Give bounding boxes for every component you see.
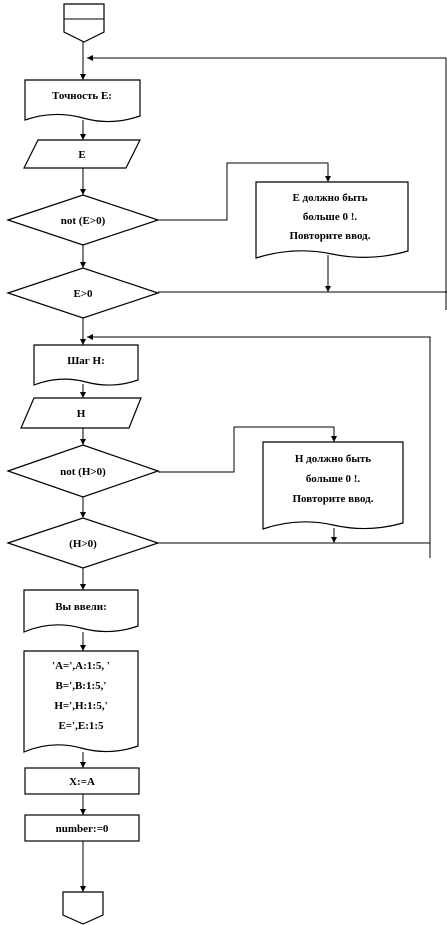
arrow-into-end <box>80 886 86 892</box>
input-e-node: Е <box>23 139 141 169</box>
end-connector <box>62 891 104 925</box>
arrow-into-number <box>80 809 86 815</box>
echo-line-2: В=',В:1:5,' <box>56 680 107 692</box>
arrow-into-assign-x <box>80 762 86 768</box>
connectors <box>82 42 447 892</box>
you-entered-label: Вы ввели: <box>55 601 107 613</box>
arrow-into-input-h <box>80 392 86 398</box>
check-e-node: Е>0 <box>6 267 160 319</box>
arrow-into-input-e <box>80 134 86 140</box>
arrow-into-check-e <box>80 262 86 268</box>
arrow-into-check-not-e <box>80 189 86 195</box>
assign-number-node: number:=0 <box>24 814 140 842</box>
arrowheads <box>80 55 337 892</box>
arrow-into-check-not-h <box>80 439 86 445</box>
step-prompt-label: Шаг Н: <box>67 355 105 367</box>
arrow-into-error-h <box>331 436 337 442</box>
error-h-line-2: больше 0 !. <box>306 473 361 485</box>
check-not-h-node: not (Н>0) <box>6 444 160 498</box>
arrow-into-entered <box>80 584 86 590</box>
arrow-into-echo <box>80 645 86 651</box>
precision-prompt-node: Точность Е: <box>24 79 141 123</box>
error-e-line-3: Повторите ввод. <box>289 230 370 242</box>
assign-x-label: Х:=А <box>69 776 95 788</box>
check-h-node: (Н>0) <box>6 517 160 569</box>
echo-line-1: 'А=',А:1:5, ' <box>52 660 110 672</box>
error-h-node: Н должно быть больше 0 !. Повторите ввод… <box>262 441 404 530</box>
error-h-line-3: Повторите ввод. <box>292 493 373 505</box>
arrow-error-h-merge <box>331 537 337 543</box>
arrow-loop-e-left <box>87 55 93 61</box>
precision-prompt-label: Точность Е: <box>52 90 112 102</box>
assign-number-label: number:=0 <box>56 823 109 835</box>
error-e-node: Е должно быть больше 0 !. Повторите ввод… <box>255 181 409 259</box>
echo-node: 'А=',А:1:5, ' В=',В:1:5,' Н=',Н:1:5,' Е=… <box>23 650 139 753</box>
arrow-into-precision <box>80 74 86 80</box>
echo-line-4: Е=',Е:1:5 <box>58 720 104 732</box>
edge-not-e-to-error <box>158 162 329 221</box>
check-e-label: Е>0 <box>73 288 93 300</box>
error-h-line-1: Н должно быть <box>295 453 371 465</box>
arrow-into-error-e <box>325 176 331 182</box>
echo-line-3: Н=',Н:1:5,' <box>54 700 107 712</box>
edge-loop-h <box>87 336 431 558</box>
you-entered-node: Вы ввели: <box>23 589 139 633</box>
error-e-line-2: больше 0 !. <box>303 211 358 223</box>
arrow-loop-h-left <box>87 334 93 340</box>
check-not-e-label: not (Е>0) <box>61 215 106 227</box>
arrow-into-step <box>80 339 86 345</box>
arrow-into-check-h <box>80 512 86 518</box>
assign-x-node: Х:=А <box>24 767 140 795</box>
input-e-label: Е <box>78 149 85 161</box>
error-e-line-1: Е должно быть <box>292 192 367 204</box>
check-not-e-node: not (Е>0) <box>6 194 160 246</box>
arrow-error-e-merge <box>325 286 331 292</box>
check-not-h-label: not (Н>0) <box>60 466 106 478</box>
step-prompt-node: Шаг Н: <box>33 344 139 386</box>
edge-not-h-to-error <box>158 426 335 473</box>
input-h-node: Н <box>20 397 142 429</box>
edge-loop-e <box>87 57 447 310</box>
check-h-label: (Н>0) <box>69 538 97 550</box>
input-h-label: Н <box>77 408 86 420</box>
start-connector <box>63 3 105 43</box>
